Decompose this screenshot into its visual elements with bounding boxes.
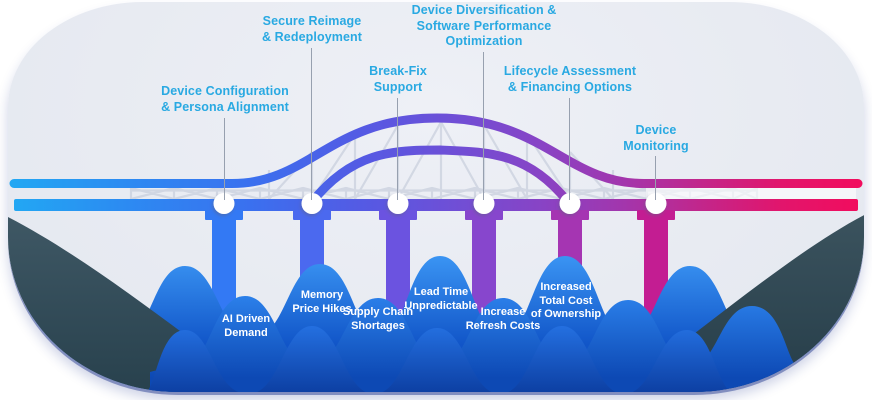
challenge-label-memory-price-hikes: Memory Price Hikes (292, 289, 352, 315)
leader-line (224, 118, 225, 200)
connector-dot (473, 193, 495, 214)
service-label-device-configuration: Device Configuration & Persona Alignment (161, 84, 289, 114)
leader-line (483, 52, 484, 200)
service-label-break-fix: Break-Fix Support (369, 64, 427, 94)
challenge-label-lead-time-unpredictable: Lead Time Unpredictable (404, 286, 478, 312)
wave-row-front (146, 326, 731, 392)
leader-line (397, 98, 398, 200)
challenge-label-increased-total-cost: Increased Total Cost of Ownership (530, 281, 602, 320)
leader-line (655, 156, 656, 200)
bridge-outer-arch (9, 113, 863, 188)
connector-dot (645, 193, 667, 214)
bridge-inner-arch (307, 145, 573, 207)
connector-dot (387, 193, 409, 214)
connector-dot (301, 193, 323, 214)
challenge-label-ai-driven-demand: AI Driven Demand (221, 313, 271, 339)
connector-dot (213, 193, 235, 214)
bridge-deck (14, 199, 858, 211)
service-label-lifecycle-assessment: Lifecycle Assessment & Financing Options (503, 64, 637, 94)
service-label-device-monitoring: Device Monitoring (623, 123, 689, 153)
leader-line (569, 98, 570, 200)
background-blob: Device Configuration & Persona Alignment… (8, 2, 864, 392)
service-label-secure-reimage: Secure Reimage & Redeployment (261, 14, 363, 44)
challenge-label-increase-refresh-costs: Increase Refresh Costs (465, 306, 541, 332)
deck-highlight (646, 188, 856, 199)
connector-dots (213, 193, 667, 214)
connector-dot (559, 193, 581, 214)
bridge-scene (8, 113, 864, 392)
leader-line (311, 48, 312, 200)
challenge-label-supply-chain-shortages: Supply Chain Shortages (342, 306, 414, 332)
service-label-device-diversification: Device Diversification & Software Perfor… (411, 3, 557, 48)
